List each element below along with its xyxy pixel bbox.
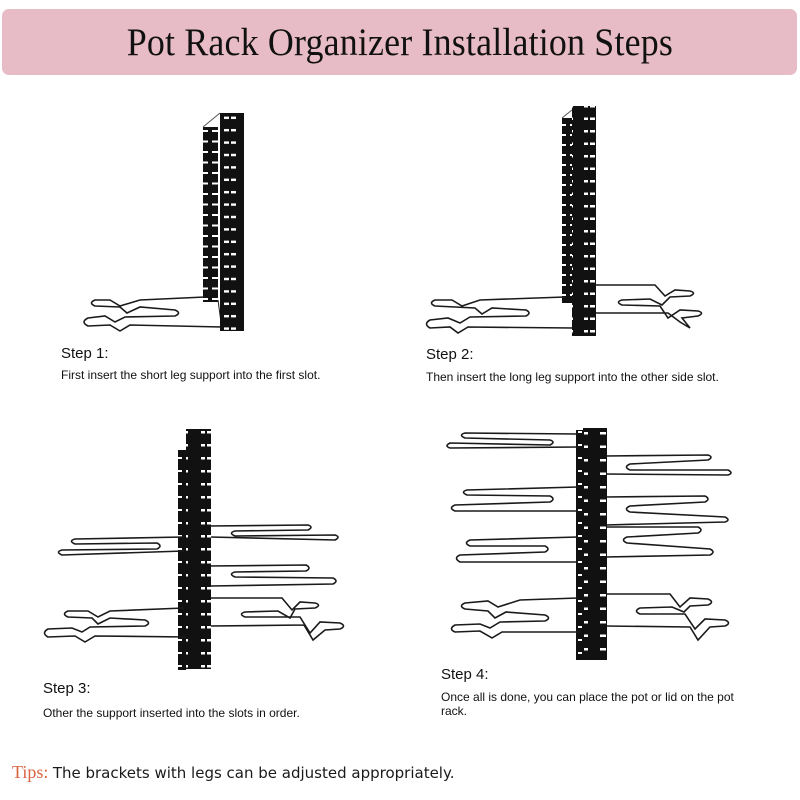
step-4-panel: Step 4: Once all is done, you can place … — [400, 400, 800, 800]
step-2-description: Then insert the long leg support into th… — [426, 370, 719, 384]
step-1-panel: Step 1: First insert the short leg suppo… — [0, 0, 400, 400]
tips-line: Tips: The brackets with legs can be adju… — [12, 762, 454, 783]
step-4-rack-illustration — [446, 428, 732, 660]
tips-label: Tips: — [12, 762, 49, 782]
step-2-label: Step 2: — [426, 346, 474, 363]
step-3-description: Other the support inserted into the slot… — [43, 706, 300, 720]
step-3-rack-illustration — [43, 429, 345, 670]
step-2-panel: Step 2: Then insert the long leg support… — [400, 0, 800, 400]
step-2-rack-illustration — [425, 106, 703, 336]
page-title: Pot Rack Organizer Installation Steps — [126, 20, 673, 64]
step-3-panel: Step 3: Other the support inserted into … — [0, 400, 400, 800]
tips-text: The brackets with legs can be adjusted a… — [52, 764, 455, 782]
step-1-rack-illustration — [83, 112, 244, 332]
step-1-label: Step 1: — [61, 345, 109, 362]
step-4-label: Step 4: — [441, 666, 489, 683]
title-banner: Pot Rack Organizer Installation Steps — [2, 9, 797, 75]
step-3-label: Step 3: — [43, 680, 91, 697]
step-1-description: First insert the short leg support into … — [61, 368, 321, 382]
step-4-description: Once all is done, you can place the pot … — [441, 690, 734, 718]
